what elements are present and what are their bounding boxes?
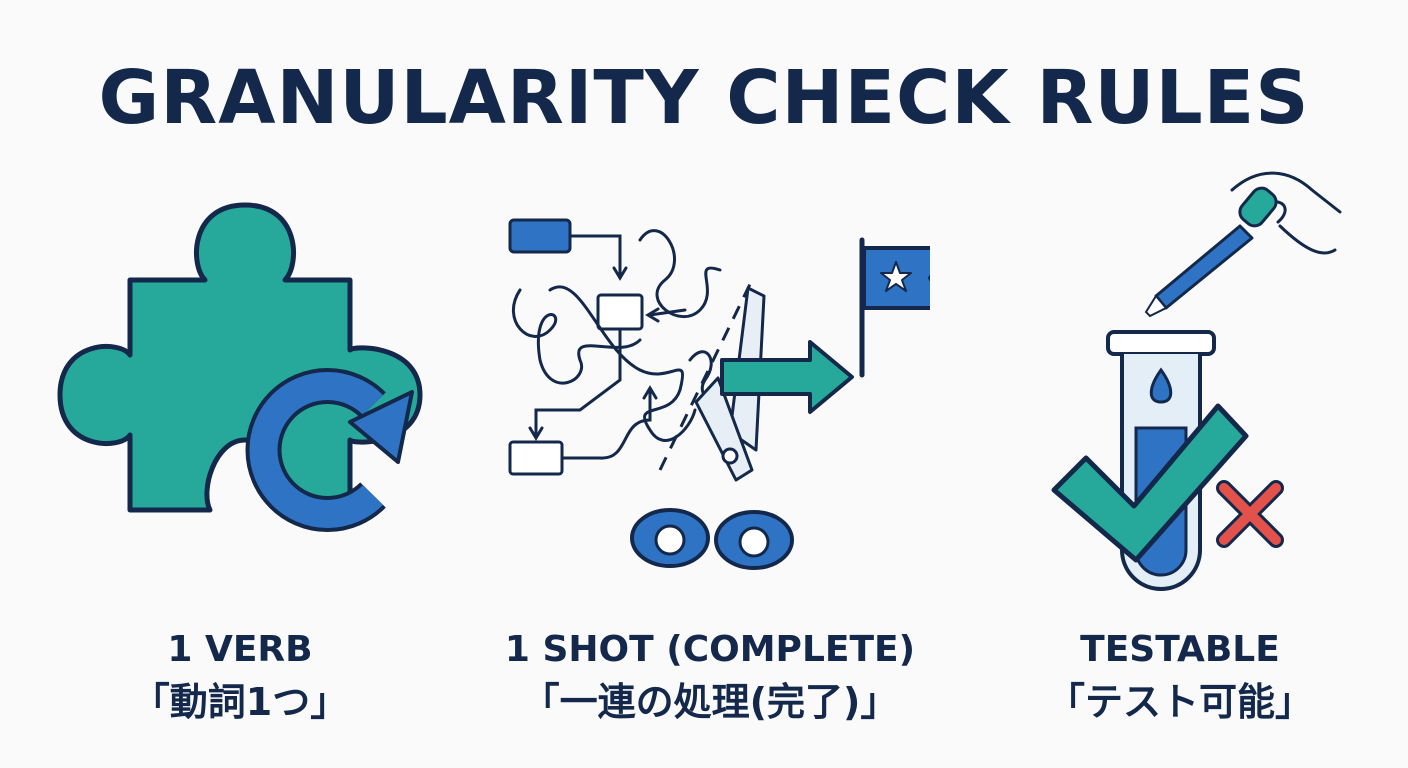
tangled-flow-icon <box>508 218 727 476</box>
rule-panel-testable: TESTABLE 「テスト可能」 <box>960 170 1400 760</box>
rule-label-ja: 「一連の処理(完了)」 <box>521 680 899 724</box>
scissors-icon <box>630 279 794 570</box>
rule-label-en: 1 VERB <box>167 629 313 670</box>
rule-label-ja: 「動詞1つ」 <box>131 680 349 724</box>
rule-panel-one-shot: 1 SHOT (COMPLETE) 「一連の処理(完了)」 <box>490 170 930 760</box>
cross-mark-icon <box>1216 480 1284 548</box>
testable-illustration <box>1051 171 1342 591</box>
rule-label-en: TESTABLE <box>1080 629 1280 670</box>
rule-label-en: 1 SHOT (COMPLETE) <box>504 629 916 670</box>
check-mark-icon <box>1051 403 1249 563</box>
one-shot-illustration <box>508 218 930 570</box>
page-title: GRANULARITY CHECK RULES <box>98 55 1310 141</box>
puzzle-piece-icon <box>57 202 423 513</box>
arrow-right-icon <box>720 340 854 414</box>
one-verb-illustration <box>57 202 423 532</box>
refresh-arrow-icon <box>245 368 414 532</box>
rule-label-ja: 「テスト可能」 <box>1046 680 1313 724</box>
star-flag-icon <box>859 237 930 378</box>
rule-panel-one-verb: 1 VERB 「動詞1つ」 <box>20 170 460 760</box>
dropper-icon <box>1144 171 1342 318</box>
